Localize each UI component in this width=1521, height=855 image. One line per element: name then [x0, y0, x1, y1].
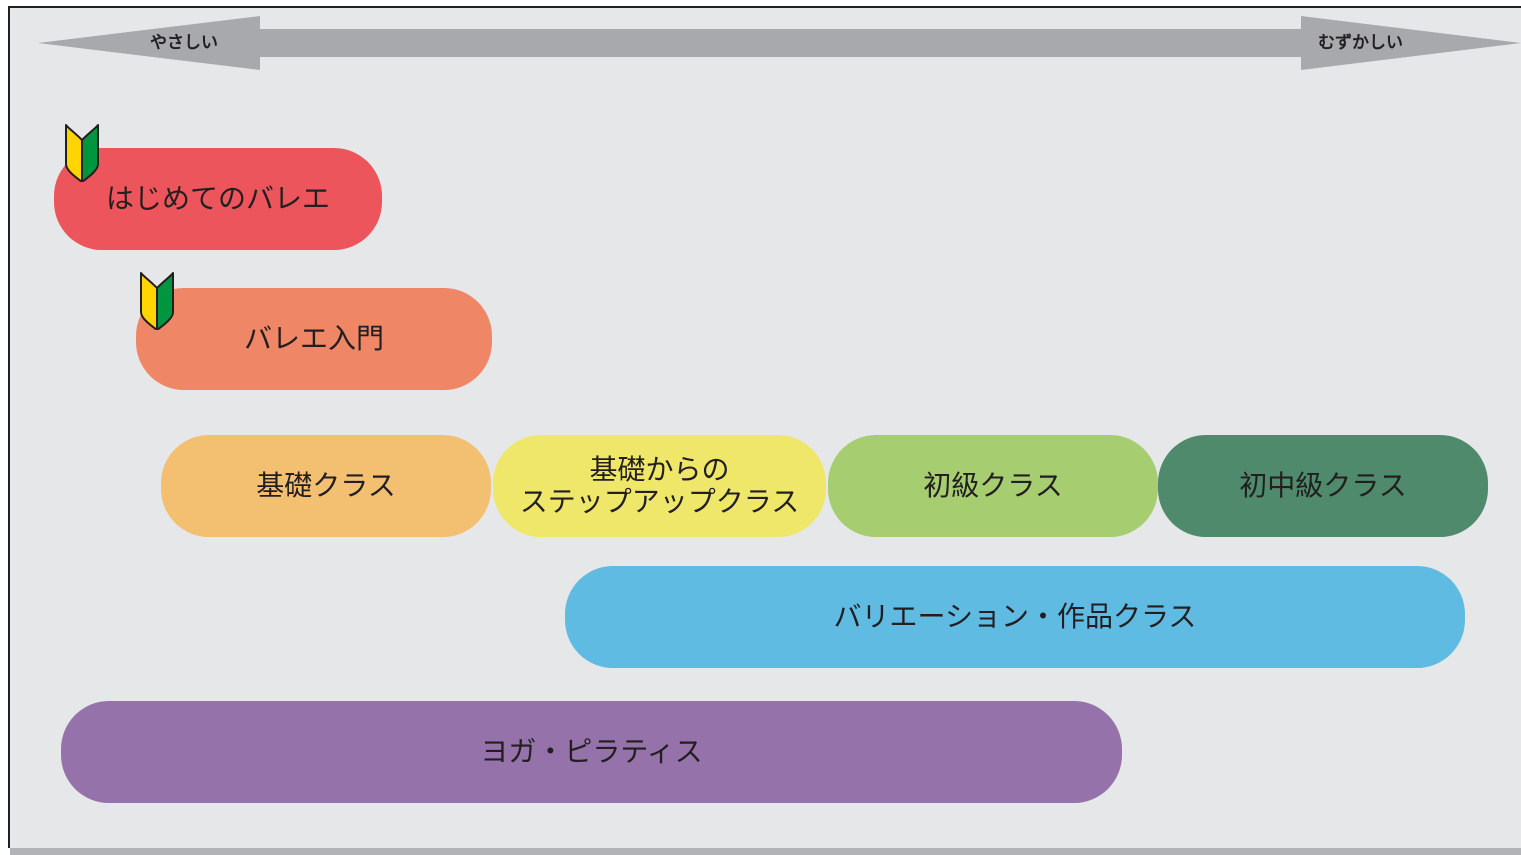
class-label: 初中級クラス: [1239, 469, 1407, 502]
class-label-line2: ステップアップクラス: [519, 485, 800, 518]
class-label: 初級クラス: [923, 469, 1063, 502]
class-shochukyu: 初中級クラス: [1158, 435, 1488, 537]
class-hajimete-no-ballet: はじめてのバレエ: [54, 148, 382, 250]
class-kiso: 基礎クラス: [161, 435, 491, 537]
bottom-divider: [10, 848, 1521, 855]
class-step-up: 基礎からの ステップアップクラス: [493, 435, 826, 537]
wakaba-mark-icon: [140, 272, 174, 330]
class-label: ヨガ・ピラティス: [480, 735, 703, 768]
class-yoga-pilates: ヨガ・ピラティス: [61, 701, 1122, 803]
hard-label: むずかしい: [1318, 33, 1403, 53]
class-label: バレエ入門: [243, 322, 384, 355]
class-label-two-line: 基礎からの ステップアップクラス: [520, 454, 799, 518]
class-label-line1: 基礎からの: [589, 453, 730, 486]
class-label: はじめてのバレエ: [105, 182, 330, 215]
class-ballet-nyumon: バレエ入門: [136, 288, 492, 390]
class-label: バリエーション・作品クラス: [833, 600, 1197, 633]
class-label: 基礎クラス: [256, 469, 396, 502]
class-shokyu: 初級クラス: [828, 435, 1158, 537]
wakaba-mark-icon: [65, 124, 99, 182]
difficulty-scale-arrow: [38, 16, 1521, 70]
double-arrow-shape: [38, 16, 1521, 70]
class-variation: バリエーション・作品クラス: [565, 566, 1465, 668]
easy-label: やさしい: [150, 33, 218, 53]
